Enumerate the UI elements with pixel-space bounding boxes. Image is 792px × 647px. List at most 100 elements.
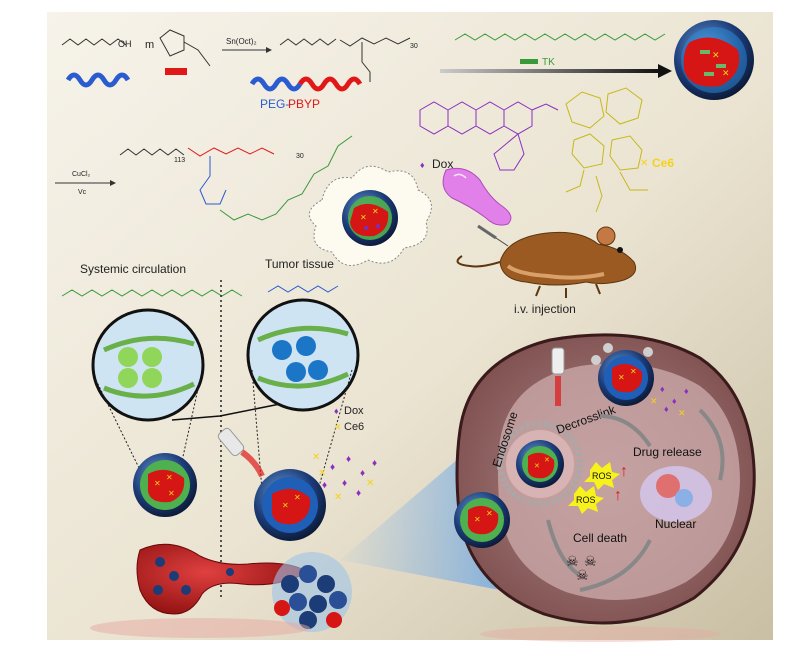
peg-pbyp-structure (279, 37, 411, 82)
reaction-arrow-2-head (110, 180, 116, 186)
syringe-hand-icon (442, 167, 512, 247)
drug-release-label: Drug release (633, 445, 702, 459)
long-arrow-head (658, 64, 672, 78)
nanoparticle-entering: ✕ ✕ (454, 492, 510, 548)
reagent-m: m (145, 39, 154, 51)
connector-lines (171, 403, 281, 421)
subscript-113: 113 (174, 157, 185, 164)
vessel-reflection (90, 618, 310, 638)
reaction-arrow-1-head (266, 47, 272, 53)
svg-text:☠: ☠ (576, 567, 589, 583)
mouse-icon (456, 226, 637, 298)
svg-text:✕: ✕ (372, 207, 379, 216)
tk-label: TK (542, 57, 555, 68)
svg-text:♦: ♦ (672, 396, 677, 406)
nanoparticle-decrosslinked: ✕ ✕ (591, 343, 654, 406)
dox-diamond-legend: ♦ (334, 406, 339, 416)
tumor-tissue-label: Tumor tissue (265, 257, 334, 271)
drug-release-arrow (698, 408, 725, 481)
svg-text:✕: ✕ (318, 468, 326, 479)
death-arrow-left (546, 519, 580, 576)
byp-monomer (159, 29, 211, 67)
svg-text:✕: ✕ (312, 452, 320, 463)
laser-pointer-icon (217, 427, 265, 478)
catalyst-2a: CuCl₂ (72, 171, 91, 178)
ce6-label-legend: Ce6 (344, 421, 364, 433)
death-arrow-right (579, 539, 652, 592)
svg-text:✕: ✕ (168, 489, 175, 498)
cell-laser-icon (551, 347, 565, 406)
cell-death-label: Cell death (573, 531, 627, 545)
crosslinked-polymer-structure (119, 135, 353, 221)
tk-bar (520, 59, 538, 64)
subscript-30-top: 30 (410, 43, 418, 50)
monomer-red-bar (165, 68, 187, 75)
dox-label-top: Dox (432, 157, 453, 171)
ros-label-1: ROS (592, 471, 612, 481)
subscript-30-mid: 30 (296, 153, 304, 160)
svg-text:✕: ✕ (722, 68, 730, 78)
svg-text:✕: ✕ (334, 492, 342, 503)
ce6-label-top: Ce6 (652, 156, 674, 170)
disulfide-intact-structure (61, 289, 243, 297)
dox-label-legend: Dox (344, 405, 364, 417)
svg-text:✕: ✕ (366, 478, 374, 489)
svg-text:♦: ♦ (330, 462, 335, 473)
label-pbyp: PBYP (288, 97, 320, 111)
svg-text:♦: ♦ (372, 458, 377, 469)
catalyst-2b: Vc (78, 189, 87, 196)
svg-text:☠: ☠ (584, 553, 597, 569)
svg-text:✕: ✕ (630, 367, 637, 376)
svg-text:♦: ♦ (342, 478, 347, 489)
dox-diamond-top: ♦ (420, 160, 425, 170)
blood-vessel-icon (136, 543, 310, 615)
svg-text:☠: ☠ (566, 553, 579, 569)
nuclear-label: Nuclear (655, 517, 696, 531)
long-arrow (440, 69, 660, 73)
nanoparticle-tumor: ✕ ✕ (254, 469, 326, 541)
thiol-cleaved-structure (267, 285, 339, 293)
svg-text:♦: ♦ (322, 480, 327, 491)
label-peg: PEG- (260, 97, 289, 111)
cell-released-drugs: ♦ ♦ ♦ ♦ ✕ ✕ (650, 384, 689, 418)
copolymer-coil (249, 76, 363, 92)
svg-text:♦: ♦ (684, 386, 689, 396)
nucleus-icon (640, 466, 712, 522)
svg-text:♦: ♦ (346, 454, 351, 465)
catalyst-1: Sn(Oct)₂ (226, 37, 257, 46)
ce6-cross-top: ✕ (640, 158, 648, 169)
svg-text:OH: OH (118, 39, 132, 49)
svg-text:✕: ✕ (360, 213, 367, 222)
ros-burst-2 (568, 486, 604, 514)
dox-structure (419, 101, 559, 171)
endosome: ✕ ✕ (497, 421, 583, 507)
svg-text:✕: ✕ (618, 373, 625, 382)
nanoparticle-circulation: ✕ ✕ ✕ (133, 453, 197, 517)
peg-structure: OH (61, 38, 132, 49)
svg-text:✕: ✕ (678, 408, 686, 418)
svg-text:♦: ♦ (356, 488, 361, 499)
svg-text:♦: ♦ (660, 384, 665, 394)
systemic-circulation-label: Systemic circulation (80, 262, 186, 276)
iv-injection-label: i.v. injection (514, 302, 576, 316)
tumor-mass-icon (272, 552, 352, 632)
nanoparticle-cloud: ✕ ✕ (342, 190, 398, 246)
svg-text:♦: ♦ (360, 468, 365, 479)
svg-text:✕: ✕ (154, 479, 161, 488)
ros-label-2: ROS (576, 495, 596, 505)
crosslinked-nanoparticle-top: ✕ ✕ (674, 20, 754, 100)
skull-icons: ☠ ☠ ☠ (566, 553, 597, 583)
decrosslink-arrow (599, 414, 652, 448)
svg-text:♦: ♦ (664, 404, 669, 414)
peg-coil (65, 72, 131, 88)
svg-text:✕: ✕ (712, 50, 720, 60)
released-drugs: ♦ ♦ ♦ ♦ ♦ ♦ ♦ ✕ ✕ ✕ ✕ (312, 452, 377, 503)
ros-burst-1 (584, 462, 620, 490)
ce6-cross-legend: ✕ (334, 422, 342, 432)
zoom-cleaved-crosslink (246, 298, 360, 412)
svg-text:✕: ✕ (534, 463, 540, 470)
svg-text:✕: ✕ (474, 515, 481, 524)
svg-text:✕: ✕ (486, 509, 493, 518)
ce6-structure (565, 87, 648, 213)
